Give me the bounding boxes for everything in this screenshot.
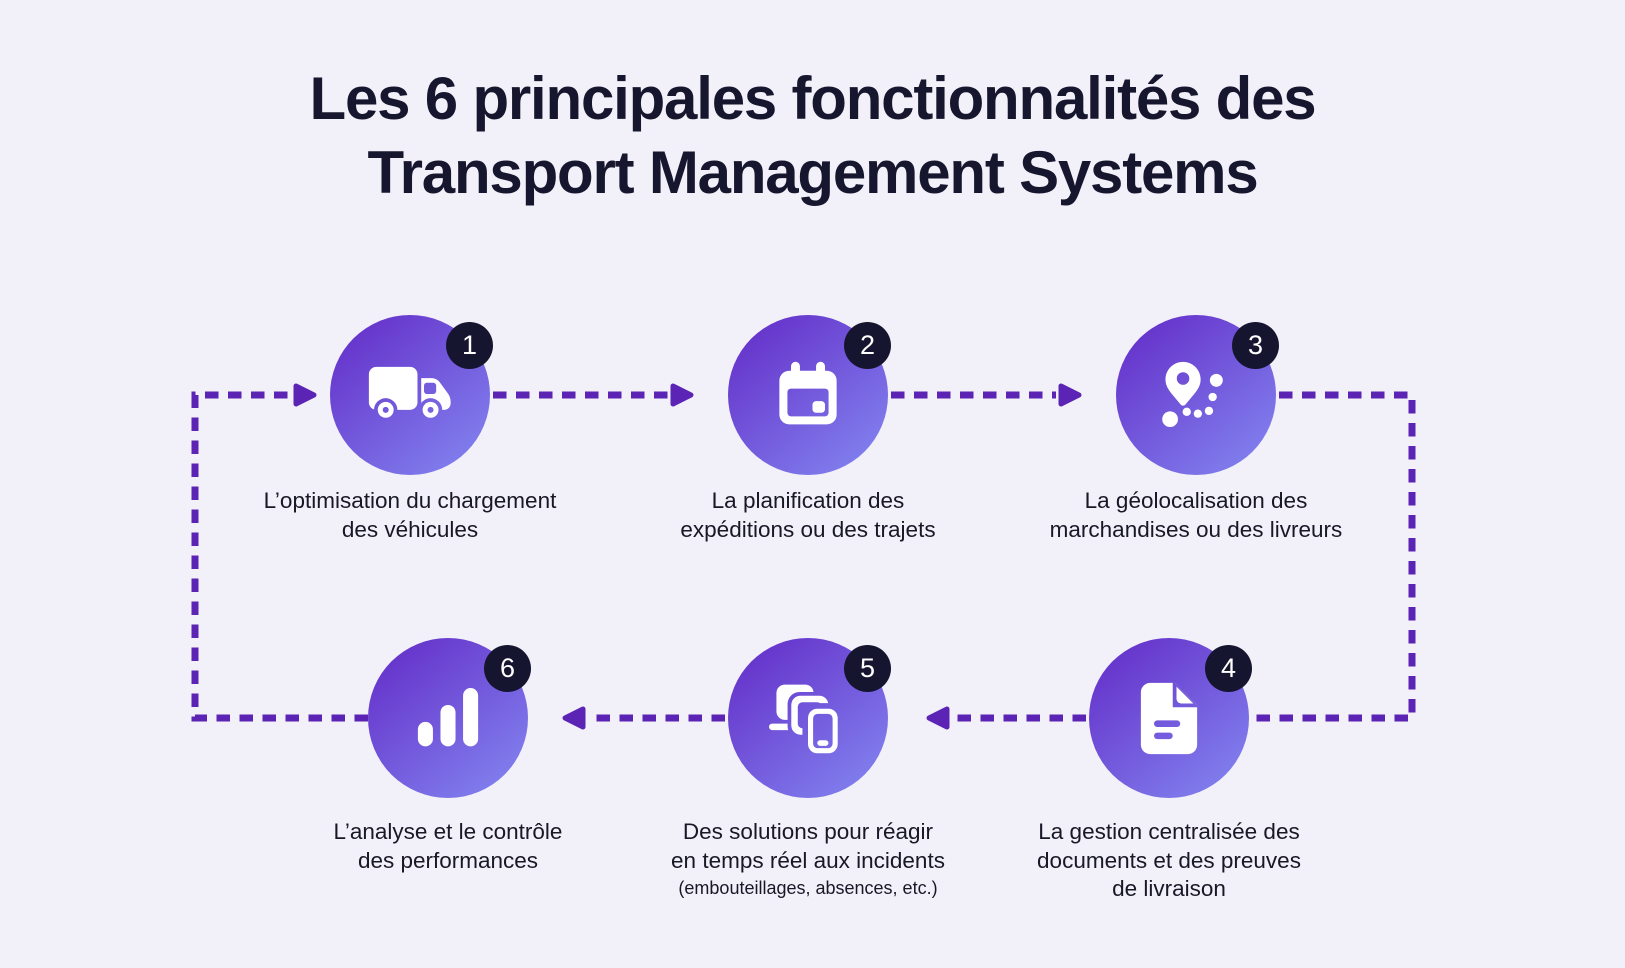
label-line: L’analyse et le contrôle [333, 819, 563, 844]
dashed-connector-left-loop [191, 391, 368, 722]
step-number: 6 [499, 653, 516, 683]
label-line: La planification des [711, 488, 905, 513]
step-number-badge: 2 [844, 322, 891, 369]
label-line: L’optimisation du chargement [263, 488, 557, 513]
label-line: de livraison [1112, 876, 1226, 901]
title-line-1: Les 6 principales fonctionnalités des [309, 65, 1317, 132]
step-label: L’optimisation du chargement des véhicul… [264, 487, 557, 544]
bar-chart-icon [417, 687, 479, 747]
step-label: La planification des expéditions ou des … [680, 487, 935, 544]
step-circle-wrap: 5 [728, 638, 891, 798]
step-node-3: 3 La géolocalisation des marchandises ou… [1016, 315, 1376, 544]
step-label: Des solutions pour réagir en temps réel … [671, 818, 945, 875]
step-number: 3 [1247, 330, 1264, 360]
label-line: La géolocalisation des [1084, 488, 1308, 513]
page-title: Les 6 principales fonctionnalités des Tr… [0, 62, 1625, 210]
label-line: Des solutions pour réagir [682, 819, 934, 844]
label-line: marchandises ou des livreurs [1049, 516, 1343, 542]
label-line: documents et des preuves [1037, 847, 1301, 873]
step-circle-wrap: 3 [1116, 315, 1279, 475]
step-circle-wrap: 2 [728, 315, 891, 475]
label-line: expéditions ou des trajets [680, 516, 936, 542]
step-number-badge: 1 [446, 322, 493, 369]
step-node-6: 6 L’analyse et le contrôle des performan… [268, 638, 628, 875]
arrowhead-left-icon [562, 706, 586, 730]
dashed-connector-right-loop [1253, 391, 1416, 722]
step-circle [728, 638, 888, 798]
step-circle-wrap: 6 [368, 638, 531, 798]
step-node-2: 2 La planification des expéditions ou de… [628, 315, 988, 544]
step-number: 2 [859, 330, 876, 360]
label-line: des véhicules [341, 516, 479, 542]
step-number-badge: 6 [484, 645, 531, 692]
arrowhead-left-icon [926, 706, 950, 730]
step-number-badge: 3 [1232, 322, 1279, 369]
step-node-4: 4 La gestion centralisée des documents e… [989, 638, 1349, 904]
step-circle-wrap: 1 [330, 315, 493, 475]
step-label: La gestion centralisée des documents et … [1037, 818, 1301, 904]
title-line-2: Transport Management Systems [367, 139, 1258, 206]
step-node-5: 5 Des solutions pour réagir en temps rée… [628, 638, 988, 900]
label-line: en temps réel aux incidents [671, 847, 945, 873]
step-number: 1 [461, 330, 478, 360]
step-circle-wrap: 4 [1089, 638, 1252, 798]
step-number: 5 [859, 653, 876, 683]
step-node-1: 1 L’optimisation du chargement des véhic… [230, 315, 590, 544]
step-number: 4 [1220, 653, 1237, 683]
calendar-icon [774, 360, 842, 430]
arrowhead-right-icon [1058, 383, 1082, 407]
step-label: La géolocalisation des marchandises ou d… [1050, 487, 1343, 544]
step-number-badge: 5 [844, 645, 891, 692]
label-line: des performances [357, 847, 539, 873]
truck-icon [367, 365, 453, 425]
route-pin-icon [1159, 359, 1233, 431]
arrowhead-right-icon [670, 383, 694, 407]
devices-icon [769, 679, 847, 757]
step-number-badge: 4 [1205, 645, 1252, 692]
step-label: L’analyse et le contrôle des performance… [334, 818, 563, 875]
document-icon [1139, 680, 1199, 756]
label-line: La gestion centralisée des [1038, 819, 1300, 844]
arrowhead-right-icon [293, 383, 317, 407]
step-sublabel: (embouteillages, absences, etc.) [678, 878, 938, 898]
